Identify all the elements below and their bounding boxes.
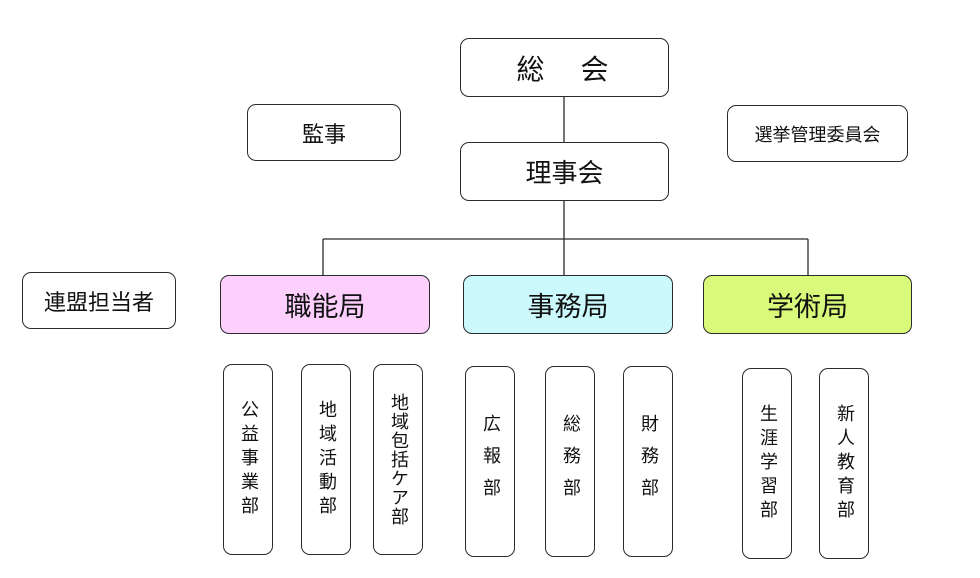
node-senkyo-label: 選挙管理委員会 xyxy=(754,124,881,146)
node-gakujutsu-label: 学術局 xyxy=(767,292,848,323)
dept-houkatsu: 地域包括ケア部 xyxy=(373,364,423,555)
dept-shogai-label: 生涯学習部 xyxy=(757,403,778,524)
node-kanji-label: 監事 xyxy=(301,122,346,148)
node-sokai: 総 会 xyxy=(460,38,669,97)
node-renmei: 連盟担当者 xyxy=(22,272,176,329)
dept-chiiki-label: 地域活動部 xyxy=(316,399,337,520)
dept-shogai: 生涯学習部 xyxy=(742,368,792,559)
dept-koeki: 公益事業部 xyxy=(223,364,273,555)
node-sokai-label: 総 会 xyxy=(516,52,613,86)
node-gakujutsu: 学術局 xyxy=(703,275,912,334)
node-renmei-label: 連盟担当者 xyxy=(43,290,154,316)
dept-somu: 総務部 xyxy=(545,366,595,557)
node-jimu: 事務局 xyxy=(463,275,673,334)
node-rijikai: 理事会 xyxy=(460,142,669,201)
dept-houkatsu-label: 地域包括ケア部 xyxy=(388,393,409,526)
node-shokuno: 職能局 xyxy=(220,275,430,334)
node-kanji: 監事 xyxy=(247,104,401,161)
dept-somu-label: 総務部 xyxy=(560,413,581,510)
dept-zaimu: 財務部 xyxy=(623,366,673,557)
dept-zaimu-label: 財務部 xyxy=(638,413,659,510)
node-senkyo: 選挙管理委員会 xyxy=(727,105,908,162)
node-rijikai-label: 理事会 xyxy=(525,159,604,189)
dept-koeki-label: 公益事業部 xyxy=(238,399,259,520)
dept-chiiki: 地域活動部 xyxy=(301,364,351,555)
dept-shinjin-label: 新人教育部 xyxy=(834,403,855,524)
dept-koho: 広報部 xyxy=(465,366,515,557)
node-jimu-label: 事務局 xyxy=(527,292,609,323)
dept-koho-label: 広報部 xyxy=(480,413,501,510)
node-shokuno-label: 職能局 xyxy=(284,292,366,323)
dept-shinjin: 新人教育部 xyxy=(819,368,869,559)
